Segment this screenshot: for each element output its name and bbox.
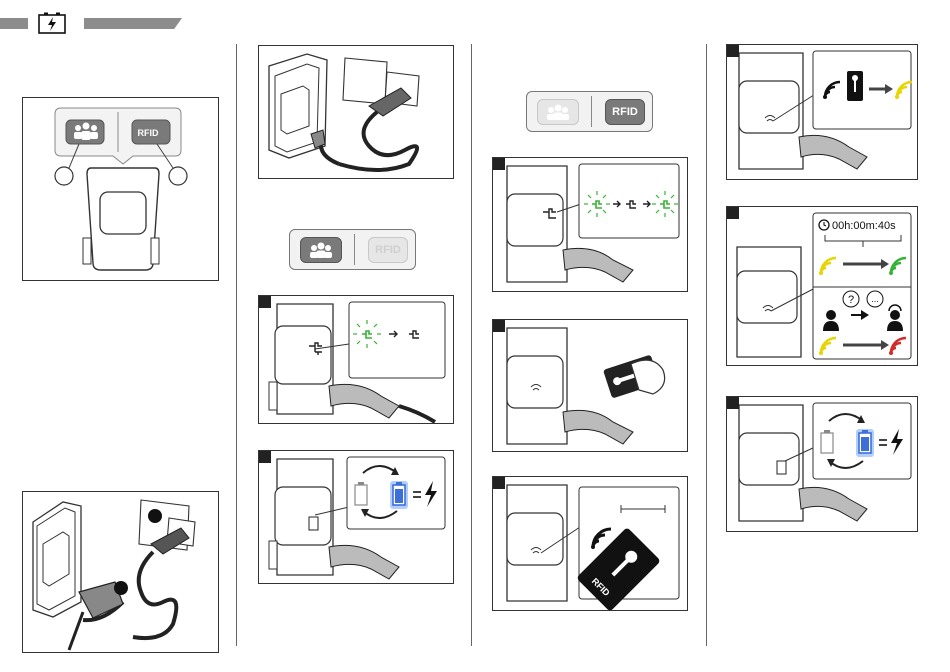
- step-marker: [493, 477, 505, 489]
- users-icon: [308, 242, 334, 258]
- panel-charging-battery: [258, 450, 454, 584]
- mode-selector-users: RFID: [289, 229, 416, 270]
- panel-rfid-card-tap: RFID: [492, 476, 688, 611]
- rfid-mode-label: RFID: [375, 244, 401, 256]
- timer-text: 00h:00m:40s: [832, 220, 896, 232]
- panel-led-plug-blink: [258, 295, 454, 424]
- users-mode-button[interactable]: [300, 237, 342, 263]
- battery-grey-icon: [355, 482, 367, 505]
- panel-signal-key-yellow: [726, 44, 918, 180]
- step-number-circle: [148, 509, 162, 523]
- step-marker: [493, 320, 505, 332]
- step-marker: [727, 397, 739, 409]
- rfid-mode-button[interactable]: RFID: [605, 99, 645, 125]
- step-marker: [259, 296, 271, 308]
- lightning-battery-icon: [38, 12, 66, 34]
- panel-connect-cable: [22, 491, 219, 653]
- header-battery-icon: [38, 12, 66, 34]
- column-divider-2: [471, 44, 472, 646]
- step-marker: [259, 451, 271, 463]
- column-divider-3: [706, 44, 707, 646]
- step-marker: [727, 207, 739, 219]
- question-mark: ?: [848, 294, 854, 306]
- panel-charging-battery-rfid: [726, 396, 918, 532]
- mode-divider: [354, 234, 355, 265]
- panel-plug-into-outlet: [258, 45, 454, 179]
- mode-selector-rfid: RFID: [526, 91, 653, 132]
- users-icon: [545, 104, 571, 120]
- panel-led-plug-sequence: [492, 157, 688, 292]
- rfid-mode-button[interactable]: RFID: [368, 237, 408, 263]
- battery-grey-icon: [821, 430, 833, 453]
- mode-divider: [591, 96, 592, 127]
- panel-charger-mode-buttons: RFID: [22, 97, 219, 281]
- rfid-mode-label: RFID: [612, 106, 638, 118]
- panel-rfid-card-hand: RFID: [492, 319, 688, 452]
- header-bar-left: [0, 18, 28, 29]
- header-bar-right: [84, 18, 182, 29]
- step-marker: [727, 45, 739, 57]
- users-mode-button[interactable]: [537, 99, 579, 125]
- column-divider-1: [236, 44, 237, 646]
- battery-blue-icon: [390, 481, 408, 509]
- rfid-button-label: RFID: [138, 128, 159, 138]
- dots-text: ...: [871, 294, 879, 304]
- panel-timer-authorization: 00h:00m:40s ? ...: [726, 206, 918, 366]
- key-card-icon: [847, 71, 863, 101]
- step-marker: [493, 158, 505, 170]
- step-number-circle: [114, 581, 128, 595]
- battery-blue-icon: [856, 429, 874, 457]
